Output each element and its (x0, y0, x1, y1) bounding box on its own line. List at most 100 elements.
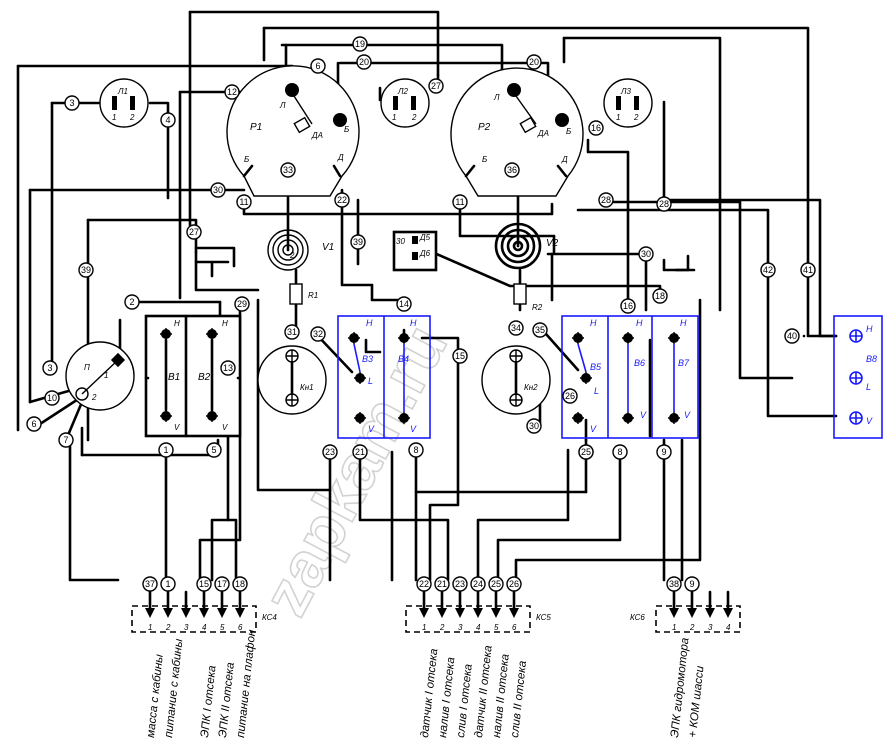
connector-caption: налив I отсека (437, 657, 457, 739)
connector-pin-number: 6 (512, 623, 517, 632)
switch-p: П 1 2 (65, 341, 135, 411)
wire-node-label: 6 (315, 61, 320, 71)
wire-node-label: 16 (623, 301, 633, 311)
wire-node-36: 36 (504, 162, 520, 178)
connector-caption: ЭПК II отсека (217, 662, 237, 739)
relay-p1-label: Р1 (250, 122, 262, 133)
connector-pin-number: 4 (476, 623, 481, 632)
connector-caption: питание на плафон (235, 629, 258, 739)
wire-node-32: 32 (310, 326, 326, 342)
wire-node-19: 19 (352, 36, 368, 52)
wire-node-label: 39 (81, 265, 91, 275)
wire-node-7: 7 (58, 432, 74, 448)
wire-node-label: 20 (359, 57, 369, 67)
wire-node-16: 16 (588, 120, 604, 136)
wire-node-30-1: 30 (638, 246, 654, 262)
connector-arrow (455, 608, 465, 618)
wire-node-22: 22 (334, 192, 350, 208)
connector-wire-number: 15 (199, 579, 209, 589)
wire-node-21: 21 (352, 444, 368, 460)
wire-node-label: 29 (237, 299, 247, 309)
connector-wire-bubble (214, 576, 230, 592)
wire-node-label: 30 (641, 249, 651, 259)
wire-node-label: 27 (189, 227, 199, 237)
valve-v2: V2 (494, 222, 559, 270)
wire-node-label: 3 (47, 363, 52, 373)
wire-node-label: 10 (47, 393, 57, 403)
wire-node-label: 12 (227, 87, 237, 97)
connector-wire-bubble (142, 576, 158, 592)
lamp-l3-pin-1: 1 (616, 113, 620, 122)
valve-v2-label: V2 (546, 238, 559, 249)
switch-b4-bottom: V (410, 424, 417, 434)
wire-node-3: 3 (64, 95, 80, 111)
switch-b8-bottom: V (866, 416, 873, 426)
connector-caption: слив II отсека (509, 660, 529, 738)
wire-node-25: 25 (578, 444, 594, 460)
wire-node-label: 39 (353, 237, 363, 247)
wire-node-label: 36 (507, 165, 517, 175)
switch-b5-label: В5 (590, 362, 602, 372)
wire-node-label: 14 (399, 299, 409, 309)
connector-wire-bubble (470, 576, 486, 592)
button-kn1-label: Кн1 (300, 383, 314, 392)
connector-arrow (163, 608, 173, 618)
connector-wire-number: 38 (669, 579, 679, 589)
wire-node-label: 34 (511, 323, 521, 333)
connector-caption: ЭПК I отсека (199, 665, 219, 738)
wire-node-label: 28 (659, 199, 669, 209)
wire-node-3-1: 3 (42, 360, 58, 376)
relay-p1-term-b1: Б (344, 125, 349, 134)
switch-block-b3-b4: Н L V В3 Н V В4 (337, 315, 431, 439)
connector-caption: питание с кабины (163, 638, 185, 739)
connector-pin-number: 5 (494, 623, 499, 632)
wire-node-30: 30 (210, 182, 226, 198)
resistor-r1-label: R1 (308, 291, 318, 300)
switch-b3-bottom: V (368, 424, 375, 434)
lamp-l2-label: Л2 (397, 87, 408, 96)
wire-node-29: 29 (234, 296, 250, 312)
wire-node-4: 4 (160, 112, 176, 128)
wire-node-label: 3 (69, 98, 74, 108)
switch-p-label: П (84, 363, 90, 372)
connector-wire-bubble (684, 576, 700, 592)
connector-wire-bubble (196, 576, 212, 592)
wire-node-35: 35 (532, 322, 548, 338)
resistor-r2: R2 (513, 283, 543, 312)
connector-wire-number: 18 (235, 579, 245, 589)
relay-p1: Р1 Л ДА Б Б Д (226, 65, 360, 197)
button-kn2-label: Кн2 (524, 383, 538, 392)
connector-pin-number: 1 (148, 623, 152, 632)
switch-b5-top: Н (590, 318, 597, 328)
wire-node-13: 13 (220, 360, 236, 376)
wire-node-40: 40 (784, 328, 800, 344)
valve-v1-label: V1 (322, 242, 334, 253)
connector-wire-bubble (232, 576, 248, 592)
wire-node-label: 1 (163, 445, 168, 455)
button-kn2: Кн2 (481, 345, 551, 415)
lamp-l1-pin-1: 1 (112, 113, 116, 122)
relay-p2-term-d: Д (561, 155, 568, 164)
ground-symbol-left (194, 260, 230, 278)
connector-arrow (491, 608, 501, 618)
connector-arrow (669, 608, 679, 618)
connector-wire-bubble (506, 576, 522, 592)
connector-wire-bubble (488, 576, 504, 592)
connector-arrow (217, 608, 227, 618)
connector-pin-number: 1 (672, 623, 676, 632)
connector-pin-number: 4 (202, 623, 207, 632)
wire-node-label: 5 (211, 445, 216, 455)
switch-b6-bottom: V (640, 410, 647, 420)
button-kn1: Кн1 (257, 345, 327, 415)
switch-b5-bottom: V (590, 424, 597, 434)
lamp-l3-pin-2: 2 (633, 113, 639, 122)
wire-node-41: 41 (800, 262, 816, 278)
wire-node-6: 6 (310, 58, 326, 74)
connector-arrow (509, 608, 519, 618)
connector-kc5-label: КС5 (536, 613, 551, 622)
relay-p1-term-da: ДА (311, 131, 323, 140)
svg-text:1: 1 (286, 239, 290, 248)
switch-b6-top: Н (636, 318, 643, 328)
connector-wire-bubble (416, 576, 432, 592)
